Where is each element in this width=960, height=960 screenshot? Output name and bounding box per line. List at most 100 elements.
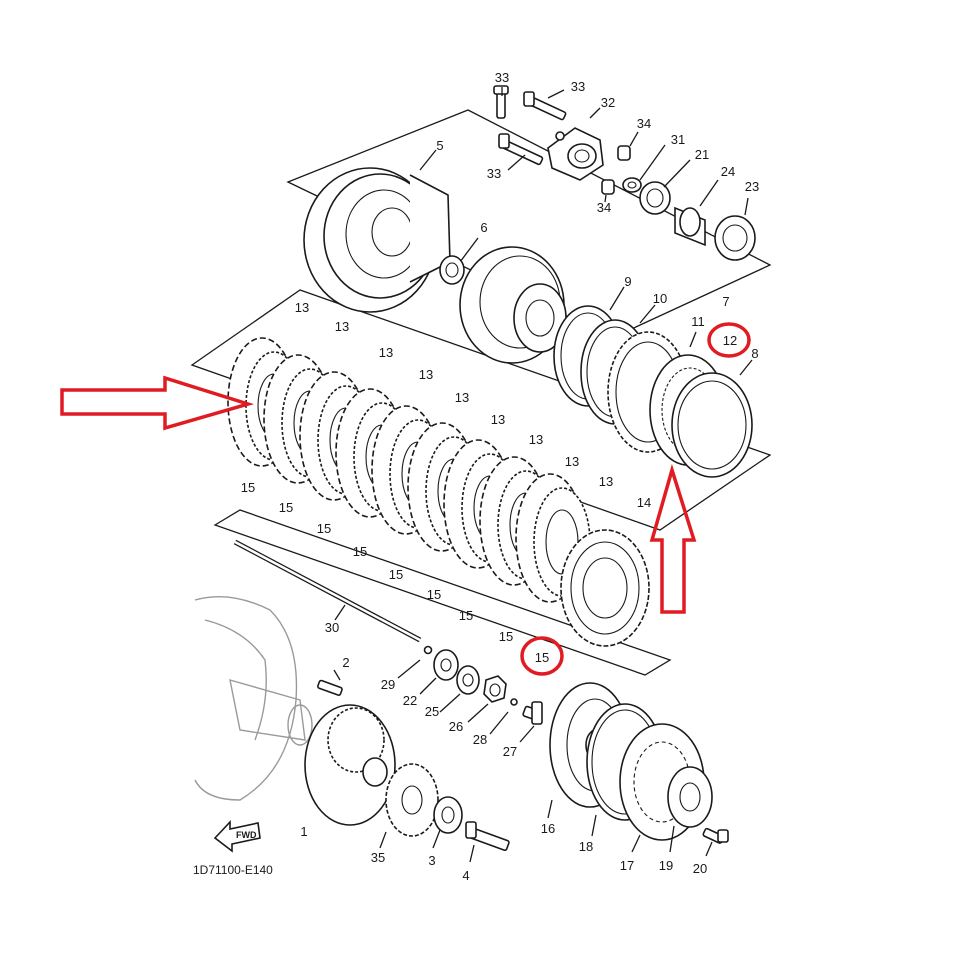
red-arrow-right [60,375,255,431]
ball-29 [397,645,433,679]
callout-34: 34 [597,200,611,215]
plate-stack [227,337,591,603]
callout-13: 13 [379,345,393,360]
callout-9: 9 [624,274,631,289]
callout-13: 13 [335,319,349,334]
callout-13: 13 [491,412,505,427]
collar-24 [674,206,706,247]
sprocket-35 [379,763,439,849]
callout-15: 15 [389,567,403,582]
callout-28: 28 [473,732,487,747]
callout-13: 13 [295,300,309,315]
push-rod-30 [233,539,422,643]
callout-27: 27 [503,744,517,759]
highlight-circle-12 [707,322,751,358]
red-arrow-up [649,463,697,614]
callout-10: 10 [653,291,667,306]
callout-24: 24 [721,164,735,179]
callout-7: 7 [722,294,729,309]
oil-seal-21 [639,181,671,215]
clutch-housing-5 [303,167,451,313]
callout-5: 5 [436,138,443,153]
pressure-plate-14 [560,529,650,647]
callout-14: 14 [637,495,651,510]
nut-26 [467,675,507,723]
callout-8: 8 [751,346,758,361]
callout-21: 21 [695,147,709,162]
fwd-arrow-icon: FWD [213,819,261,853]
pump-parts [493,85,756,261]
callout-11: 11 [691,314,705,329]
bolt-33b [523,91,567,121]
callout-3: 3 [428,853,435,868]
callout-31: 31 [671,132,685,147]
callout-12: 12 [723,333,737,348]
callout-4: 4 [462,868,469,883]
bolt-33c [498,133,544,166]
callout-13: 13 [529,432,543,447]
callout-32: 32 [601,95,615,110]
callout-22: 22 [403,693,417,708]
callout-33: 33 [495,70,509,85]
crankcase-outline [194,595,313,801]
callout-13: 13 [455,390,469,405]
callout-35: 35 [371,850,385,865]
washer-22 [419,649,459,695]
callout-2: 2 [342,655,349,670]
bolt-33a [493,85,509,119]
callout-34: 34 [637,116,651,131]
highlight-marks [520,322,751,676]
callout-26: 26 [449,719,463,734]
callout-13: 13 [599,474,613,489]
pin-28 [489,698,518,735]
callout-6: 6 [480,220,487,235]
callout-16: 16 [541,821,555,836]
callout-20: 20 [693,861,707,876]
callout-13: 13 [565,454,579,469]
callout-1: 1 [300,824,307,839]
plate-19 [667,766,713,853]
washer-3 [432,796,463,849]
callout-33: 33 [571,79,585,94]
plate-8 [671,372,753,478]
callout-30: 30 [325,620,339,635]
pin-34b [601,179,615,195]
part-code: 1D71100-E140 [193,863,273,877]
pump-housing-32 [547,127,604,181]
bolt-27 [519,701,543,743]
callout-29: 29 [381,677,395,692]
callout-15: 15 [427,587,441,602]
callout-13: 13 [419,367,433,382]
circlip-6 [439,255,465,285]
washer-25 [439,665,480,713]
outline-shaft-group [213,509,672,676]
callout-15: 15 [353,544,367,559]
callout-15: 15 [499,629,513,644]
pin-34a [617,145,631,161]
bearing-23 [714,215,756,261]
callout-15: 15 [535,650,549,665]
callout-15: 15 [317,521,331,536]
primary-gear-1 [304,704,396,826]
callout-17: 17 [620,858,634,873]
callout-33: 33 [487,166,501,181]
bolt-20 [702,827,729,857]
clutch-boss [459,246,567,364]
key-2 [317,669,343,696]
callout-18: 18 [579,839,593,854]
callout-23: 23 [745,179,759,194]
washer-31 [622,177,642,193]
leader-lines [419,87,753,376]
highlight-circle-15 [520,636,564,676]
callout-19: 19 [659,858,673,873]
callout-15: 15 [241,480,255,495]
callout-15: 15 [279,500,293,515]
bolt-4 [465,821,510,863]
callout-15: 15 [459,608,473,623]
callout-25: 25 [425,704,439,719]
red-arrows [60,375,697,614]
fwd-label: FWD [236,830,257,840]
